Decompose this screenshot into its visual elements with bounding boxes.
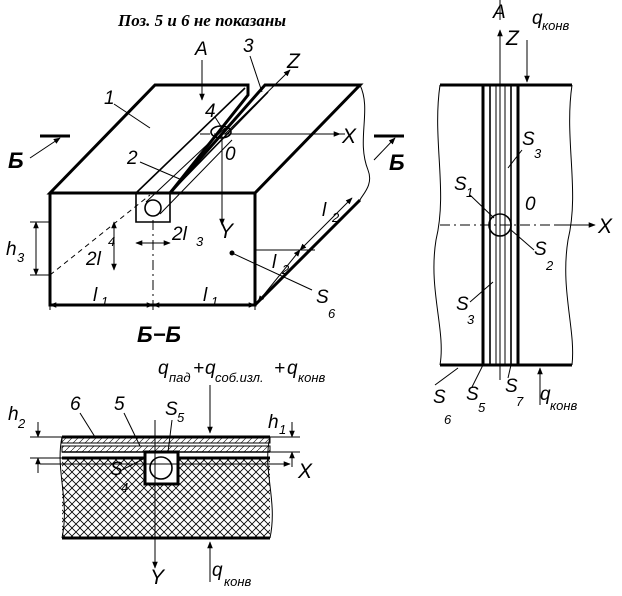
svg-text:0: 0 bbox=[225, 144, 236, 165]
svg-text:конв: конв bbox=[542, 18, 570, 33]
svg-text:q: q bbox=[287, 358, 298, 379]
svg-text:q: q bbox=[540, 384, 551, 405]
svg-text:l: l bbox=[322, 200, 327, 221]
svg-text:конв: конв bbox=[298, 370, 326, 385]
plate-top-left bbox=[46, 83, 250, 195]
svg-text:2: 2 bbox=[281, 262, 290, 277]
svg-text:2l: 2l bbox=[85, 249, 102, 270]
svg-text:Б: Б bbox=[8, 148, 24, 173]
figure-note: Поз. 5 и 6 не показаны bbox=[117, 11, 286, 30]
plate-right bbox=[253, 198, 362, 307]
svg-text:4: 4 bbox=[205, 101, 216, 122]
svg-text:3: 3 bbox=[17, 250, 25, 265]
svg-text:1: 1 bbox=[101, 294, 108, 309]
svg-text:S: S bbox=[505, 376, 518, 397]
plate-top-right bbox=[166, 83, 364, 195]
svg-text:Y: Y bbox=[219, 220, 235, 243]
svg-text:A: A bbox=[194, 39, 208, 60]
svg-text:Y: Y bbox=[150, 566, 166, 589]
svg-text:пад: пад bbox=[169, 370, 191, 385]
svg-text:h: h bbox=[268, 412, 279, 433]
svg-text:l: l bbox=[203, 285, 208, 306]
svg-text:S: S bbox=[522, 129, 535, 150]
svg-text:6: 6 bbox=[328, 306, 336, 321]
svg-text:6: 6 bbox=[444, 412, 452, 427]
svg-text:S: S bbox=[454, 174, 467, 195]
svg-text:S: S bbox=[534, 239, 547, 260]
svg-text:h: h bbox=[6, 239, 17, 260]
svg-text:4: 4 bbox=[121, 480, 128, 495]
svg-text:S: S bbox=[165, 399, 178, 420]
section-title: Б−Б bbox=[137, 322, 181, 347]
svg-text:2l: 2l bbox=[171, 224, 188, 245]
svg-text:2: 2 bbox=[545, 258, 554, 273]
svg-text:Б: Б bbox=[389, 150, 405, 175]
section-view: Б−Б X Y q пад + q соб.изл. + q конв q ко… bbox=[8, 322, 326, 589]
svg-text:X: X bbox=[597, 215, 613, 238]
svg-text:4: 4 bbox=[108, 234, 115, 249]
top-view: X Z A q конв 0 S 1 S 3 S 2 S 3 S 6 S 5 S… bbox=[433, 0, 613, 427]
svg-text:2: 2 bbox=[126, 148, 138, 169]
svg-text:h: h bbox=[8, 404, 19, 425]
svg-text:l: l bbox=[93, 285, 98, 306]
svg-text:0: 0 bbox=[525, 194, 536, 215]
svg-text:5: 5 bbox=[478, 400, 486, 415]
svg-text:3: 3 bbox=[196, 234, 204, 249]
svg-text:X: X bbox=[341, 125, 357, 148]
svg-text:конв: конв bbox=[550, 398, 578, 413]
svg-text:7: 7 bbox=[516, 394, 524, 409]
svg-text:Z: Z bbox=[286, 50, 301, 73]
svg-text:1: 1 bbox=[104, 88, 115, 109]
isometric-view: X Z Y A 0 1 2 3 4 Б Б h 3 2l 4 bbox=[6, 36, 405, 321]
svg-text:q: q bbox=[532, 8, 543, 29]
svg-text:S: S bbox=[110, 459, 123, 480]
svg-text:q: q bbox=[205, 358, 216, 379]
svg-text:3: 3 bbox=[243, 36, 254, 57]
svg-text:1: 1 bbox=[211, 294, 218, 309]
svg-text:q: q bbox=[158, 358, 169, 379]
svg-text:Z: Z bbox=[505, 27, 520, 50]
svg-text:конв: конв bbox=[224, 574, 252, 589]
svg-text:S: S bbox=[433, 387, 446, 408]
svg-text:+: + bbox=[193, 358, 204, 379]
svg-text:S: S bbox=[466, 384, 479, 405]
svg-text:соб.изл.: соб.изл. bbox=[215, 370, 264, 385]
svg-text:5: 5 bbox=[114, 394, 125, 415]
tube-end bbox=[144, 199, 162, 217]
svg-text:2: 2 bbox=[17, 416, 26, 431]
svg-text:1: 1 bbox=[466, 185, 473, 200]
svg-text:5: 5 bbox=[177, 410, 185, 425]
svg-text:3: 3 bbox=[467, 312, 475, 327]
svg-text:1: 1 bbox=[279, 422, 286, 437]
svg-text:S: S bbox=[456, 294, 469, 315]
svg-text:S: S bbox=[316, 287, 329, 308]
svg-text:X: X bbox=[297, 460, 313, 483]
svg-text:l: l bbox=[272, 252, 277, 273]
svg-text:q: q bbox=[212, 560, 223, 581]
svg-text:+: + bbox=[274, 358, 285, 379]
svg-text:2: 2 bbox=[331, 210, 340, 225]
tube-circle bbox=[149, 456, 173, 480]
svg-text:A: A bbox=[492, 2, 506, 23]
svg-text:6: 6 bbox=[70, 394, 81, 415]
svg-text:3: 3 bbox=[534, 146, 542, 161]
